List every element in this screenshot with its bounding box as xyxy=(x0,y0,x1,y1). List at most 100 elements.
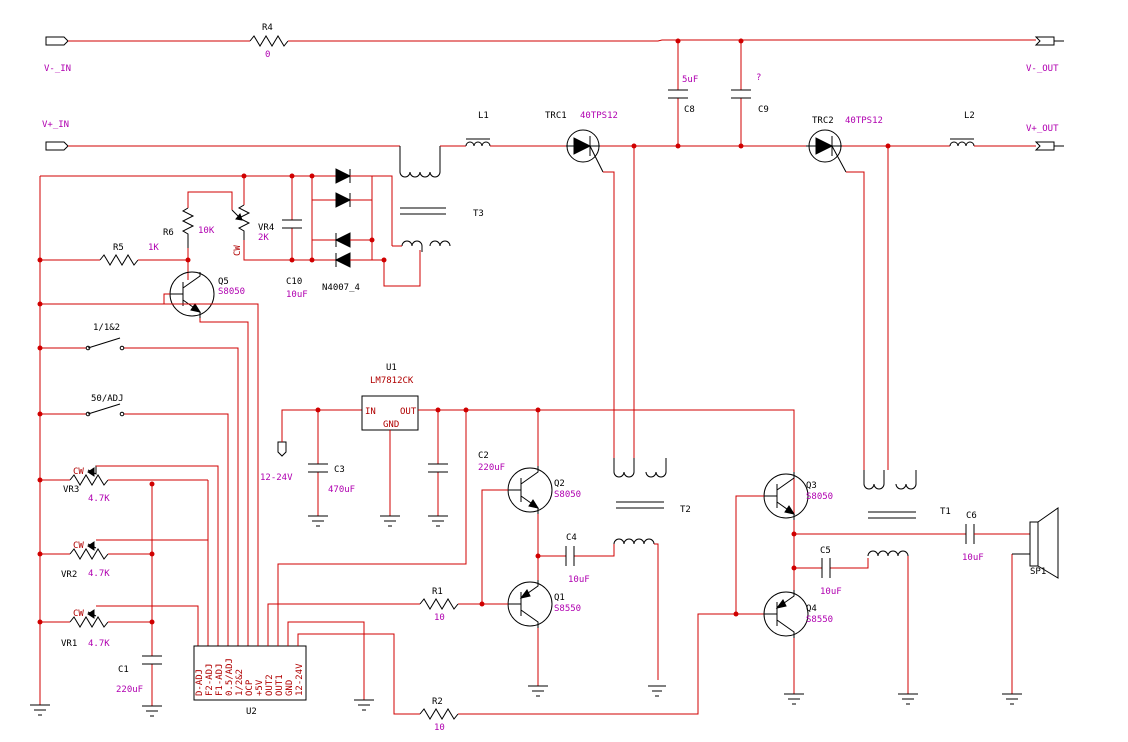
u2-pin-label: +5V xyxy=(255,679,265,696)
svg-text:10uF: 10uF xyxy=(962,553,984,563)
potentiometer-vr4: VR4 2K CW xyxy=(231,204,274,256)
svg-text:R2: R2 xyxy=(432,697,443,707)
svg-text:?: ? xyxy=(756,73,761,83)
u2-pin-label: D-ADJ xyxy=(195,669,205,696)
svg-text:C5: C5 xyxy=(820,546,831,556)
capacitor-c8: 5uF C8 xyxy=(668,75,698,115)
svg-text:C8: C8 xyxy=(684,105,695,115)
ground-symbol xyxy=(784,693,804,705)
svg-text:SP1: SP1 xyxy=(1030,567,1046,577)
transformer-t2: T2 xyxy=(613,458,691,545)
svg-text:0: 0 xyxy=(265,50,270,60)
ic-u2: U2 xyxy=(193,645,307,717)
svg-text:10uF: 10uF xyxy=(286,290,308,300)
triac-trc1: TRC1 40TPS12 xyxy=(545,111,618,173)
switch-1-1and2: 1/1&2 xyxy=(85,323,125,351)
ground-symbol xyxy=(528,685,548,697)
svg-text:10: 10 xyxy=(434,613,445,623)
transformer-t3: T3 xyxy=(399,146,484,252)
svg-text:40TPS12: 40TPS12 xyxy=(580,111,618,121)
svg-text:1K: 1K xyxy=(148,243,159,253)
ground-symbol xyxy=(308,515,328,527)
svg-text:4.7K: 4.7K xyxy=(88,639,110,649)
svg-text:V-_OUT: V-_OUT xyxy=(1026,64,1059,74)
svg-text:TRC2: TRC2 xyxy=(812,116,834,126)
svg-text:T2: T2 xyxy=(680,505,691,515)
svg-text:10K: 10K xyxy=(198,226,215,236)
transistor-q5: Q5 S8050 xyxy=(169,271,245,318)
port-supply: 12-24V xyxy=(260,441,293,483)
svg-text:10: 10 xyxy=(434,723,445,733)
svg-text:V+_IN: V+_IN xyxy=(42,120,69,130)
svg-text:220uF: 220uF xyxy=(116,685,143,695)
svg-text:R4: R4 xyxy=(262,23,273,33)
svg-text:50/ADJ: 50/ADJ xyxy=(91,394,124,404)
svg-text:CW: CW xyxy=(233,245,243,256)
svg-text:4.7K: 4.7K xyxy=(88,569,110,579)
svg-text:V+_OUT: V+_OUT xyxy=(1026,124,1059,134)
svg-text:C9: C9 xyxy=(758,105,769,115)
svg-text:V-_IN: V-_IN xyxy=(44,64,71,74)
ground-symbol xyxy=(380,515,400,527)
svg-text:IN: IN xyxy=(365,407,376,417)
ground-symbol xyxy=(648,685,666,697)
u2-pin-label: 12-24V xyxy=(295,663,305,696)
u2-pin-label: 0.5/ADJ xyxy=(225,658,235,696)
svg-text:Q5: Q5 xyxy=(218,277,229,287)
potentiometer-vr2: CW VR2 4.7K xyxy=(61,541,110,580)
transistor-q3: Q3 S8050 xyxy=(763,472,833,520)
svg-text:L1: L1 xyxy=(478,111,489,121)
svg-text:T1: T1 xyxy=(940,507,951,517)
svg-text:CW: CW xyxy=(73,467,84,477)
capacitor-c9: ? C9 xyxy=(731,73,769,115)
svg-text:4.7K: 4.7K xyxy=(88,494,110,504)
svg-text:S8050: S8050 xyxy=(806,492,833,502)
svg-text:VR1: VR1 xyxy=(61,639,77,649)
svg-text:CW: CW xyxy=(73,541,84,551)
svg-text:U2: U2 xyxy=(246,707,257,717)
svg-text:TRC1: TRC1 xyxy=(545,111,567,121)
ground-symbol xyxy=(898,693,918,705)
capacitor-c1: C1 220uF xyxy=(116,655,162,695)
svg-text:S8550: S8550 xyxy=(806,615,833,625)
capacitor-c-reg-out xyxy=(428,463,448,527)
svg-text:T3: T3 xyxy=(473,209,484,219)
inductor-l2: L2 xyxy=(949,111,975,147)
svg-text:N4007_4: N4007_4 xyxy=(322,283,360,293)
svg-text:C3: C3 xyxy=(334,465,345,475)
u2-pin-label: 1/2&2 xyxy=(235,669,245,696)
svg-text:5uF: 5uF xyxy=(682,75,698,85)
triac-trc2: TRC2 40TPS12 xyxy=(806,116,883,173)
capacitor-c6: C6 10uF xyxy=(962,511,984,563)
svg-text:VR3: VR3 xyxy=(63,485,79,495)
u2-pin-label: F2-ADJ xyxy=(205,663,215,696)
potentiometer-vr1: CW VR1 4.7K xyxy=(61,609,110,649)
svg-text:CW: CW xyxy=(73,609,84,619)
svg-text:VR4: VR4 xyxy=(258,223,274,233)
transistor-q2: C2 220uF Q2 S8050 xyxy=(478,451,581,514)
ground-symbol xyxy=(30,704,50,716)
svg-text:C10: C10 xyxy=(286,277,302,287)
svg-text:GND: GND xyxy=(383,420,399,430)
u2-pin-label: GND xyxy=(285,680,295,696)
svg-text:Q3: Q3 xyxy=(806,481,817,491)
svg-text:S8050: S8050 xyxy=(218,287,245,297)
svg-text:2K: 2K xyxy=(258,233,269,243)
port-vpos-in: V+_IN xyxy=(42,120,69,151)
ic-u1: U1 LM7812CK IN OUT GND xyxy=(361,363,419,431)
svg-text:LM7812CK: LM7812CK xyxy=(370,376,414,386)
transistor-q4: Q4 S8550 xyxy=(763,590,833,638)
svg-text:Q2: Q2 xyxy=(554,479,565,489)
capacitor-c5: C5 10uF xyxy=(820,546,842,597)
resistor-r4: R4 0 xyxy=(249,23,289,60)
resistor-r1: R1 10 xyxy=(419,587,459,623)
resistor-r5: R5 1K xyxy=(99,243,159,266)
svg-text:L2: L2 xyxy=(964,111,975,121)
switch-50-adj: 50/ADJ xyxy=(85,394,125,417)
resistor-r2: R2 10 xyxy=(419,697,459,733)
ground-symbol xyxy=(142,705,162,717)
capacitor-c3: C3 470uF xyxy=(308,463,355,495)
svg-text:R6: R6 xyxy=(163,228,174,238)
port-vpos-out: V+_OUT xyxy=(1026,124,1064,151)
